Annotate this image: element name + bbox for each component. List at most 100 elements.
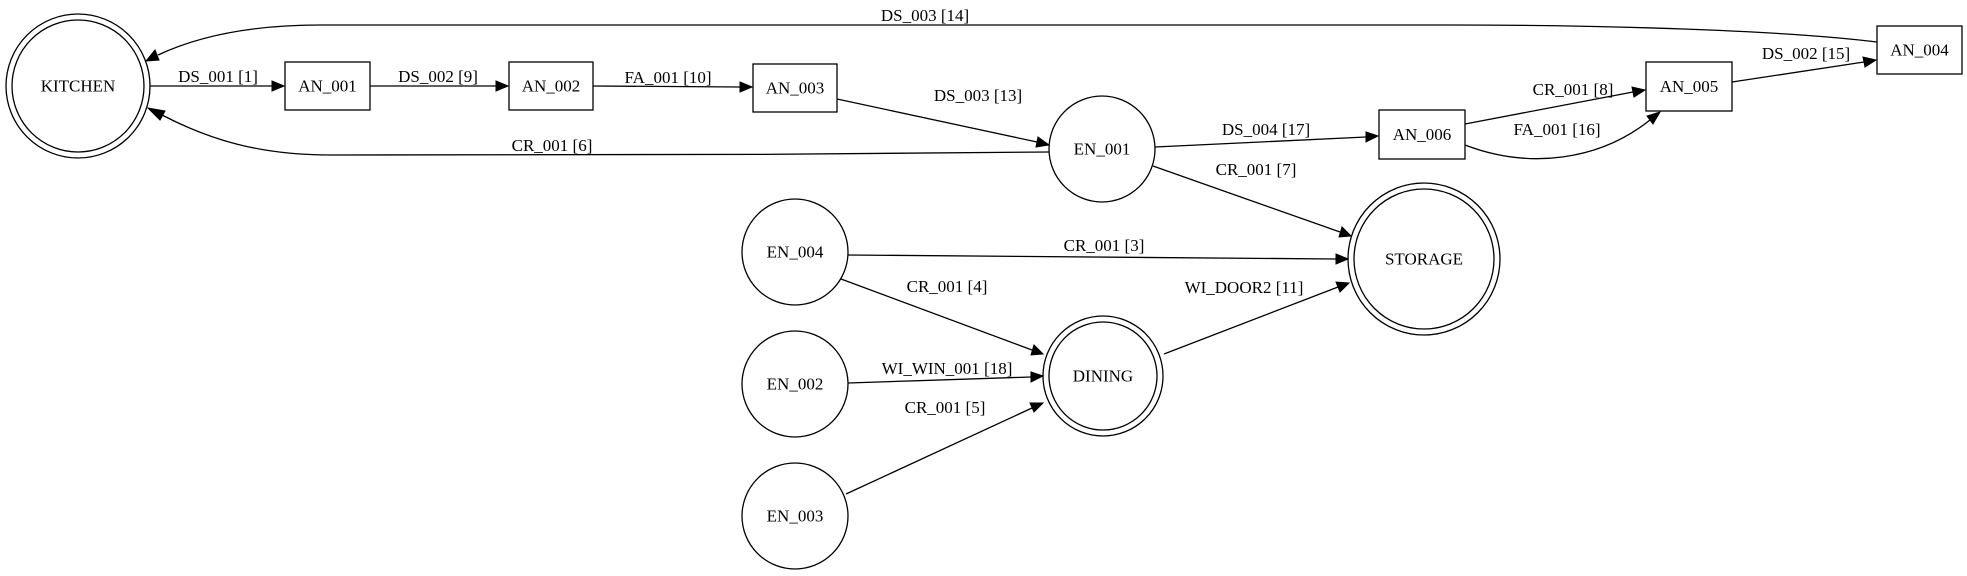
node-label: AN_005 [1660,77,1719,96]
edge-en-001-to-kitchen: CR_001 [6] [146,107,1050,156]
edge-line [836,98,1038,143]
node-storage: STORAGE [1347,182,1501,336]
edge-line [1163,286,1339,355]
node-box [1876,25,1963,75]
node-label: DINING [1073,367,1133,386]
node-en-001: EN_001 [1048,95,1156,203]
node-circle [1347,182,1501,336]
node-dining: DINING [1042,315,1164,437]
arrowhead [1631,86,1647,98]
edge-an-004-to-kitchen: DS_003 [14] [144,6,1878,62]
arrowhead [1365,131,1380,143]
node-circle [741,330,849,438]
arrowhead [146,107,166,121]
edge-an-006-to-an-005: CR_001 [8] [1464,80,1647,125]
edge-label: DS_001 [1] [178,67,258,86]
edge-label: DS_003 [13] [934,86,1022,105]
node-label: STORAGE [1385,250,1463,269]
edge-label: CR_001 [4] [907,277,988,296]
node-en-003: EN_003 [741,462,849,570]
edge-line [592,85,741,88]
node-inner-circle [1048,321,1158,431]
edge-label: CR_001 [6] [512,136,593,155]
node-en-002: EN_002 [741,330,849,438]
edge-line [1154,136,1367,148]
edge-en-004-to-storage: CR_001 [3] [847,236,1350,265]
node-en-004: EN_004 [741,198,849,306]
node-inner-circle [1353,188,1495,330]
node-label: AN_004 [1890,41,1949,60]
edge-an-001-to-an-002: DS_002 [9] [370,67,510,92]
arrowhead [1335,253,1350,265]
arrowhead [1646,111,1662,125]
edge-line [1731,61,1865,83]
node-box [1378,109,1466,160]
edge-line [1464,119,1651,160]
arrowhead [1035,136,1051,148]
node-label: AN_001 [298,77,357,96]
edge-line [161,114,1050,156]
node-an-002: AN_002 [508,61,594,111]
arrowhead [271,80,286,92]
edge-en-001-to-an-006: DS_004 [17] [1154,120,1380,148]
node-box [284,61,371,111]
node-label: AN_003 [766,79,825,98]
edge-line [1464,91,1634,125]
node-label: EN_003 [767,507,824,526]
arrowhead [1029,402,1045,413]
edge-label: DS_003 [14] [881,6,969,25]
node-circle [741,198,849,306]
node-label: KITCHEN [41,77,116,96]
node-an-003: AN_003 [752,63,838,113]
arrowhead [1030,371,1045,383]
edge-line [1152,165,1341,233]
node-an-004: AN_004 [1876,25,1963,75]
node-an-001: AN_001 [284,61,371,111]
edge-dining-to-storage: WI_DOOR2 [11] [1163,278,1351,355]
node-box [1645,61,1733,112]
edge-label: FA_001 [16] [1513,120,1600,139]
node-circle [741,462,849,570]
edge-line [847,254,1337,260]
edge-label: DS_004 [17] [1222,120,1310,139]
edge-line [840,278,1033,351]
node-label: EN_002 [767,375,824,394]
node-label: EN_001 [1074,140,1131,159]
arrowhead [739,81,754,93]
arrowhead [1338,226,1353,238]
arrowhead [1335,281,1351,293]
arrowhead [1030,344,1045,356]
edge-line [157,24,1878,56]
edge-label: CR_001 [5] [905,398,986,417]
arrowhead [495,80,510,92]
node-circle [1042,315,1164,437]
node-label: AN_002 [522,77,581,96]
edge-en-003-to-dining: CR_001 [5] [845,398,1045,495]
arrowhead [1862,56,1878,68]
edge-label: CR_001 [8] [1533,80,1614,99]
edge-en-004-to-dining: CR_001 [4] [840,277,1045,356]
edge-an-006-to-an-005: FA_001 [16] [1464,111,1662,160]
node-label: AN_006 [1393,125,1452,144]
edge-label: CR_001 [3] [1064,236,1145,255]
node-box [508,61,594,111]
node-circle [5,13,151,159]
node-box [752,63,838,113]
edge-kitchen-to-an-001: DS_001 [1] [150,67,286,92]
edge-label: WI_DOOR2 [11] [1185,278,1304,297]
edge-line [845,407,1033,495]
edge-label: CR_001 [7] [1216,160,1297,179]
edge-line [847,376,1032,384]
edge-label: DS_002 [9] [398,67,478,86]
node-circle [1048,95,1156,203]
node-kitchen: KITCHEN [5,13,151,159]
edges-layer: DS_001 [1]DS_002 [9]FA_001 [10]DS_003 [1… [144,6,1878,495]
edge-an-005-to-an-004: DS_002 [15] [1731,44,1878,83]
node-an-005: AN_005 [1645,61,1733,112]
node-label: EN_004 [767,243,824,262]
node-an-006: AN_006 [1378,109,1466,160]
edge-label: WI_WIN_001 [18] [882,359,1013,378]
edge-an-003-to-en-001: DS_003 [13] [836,86,1051,148]
